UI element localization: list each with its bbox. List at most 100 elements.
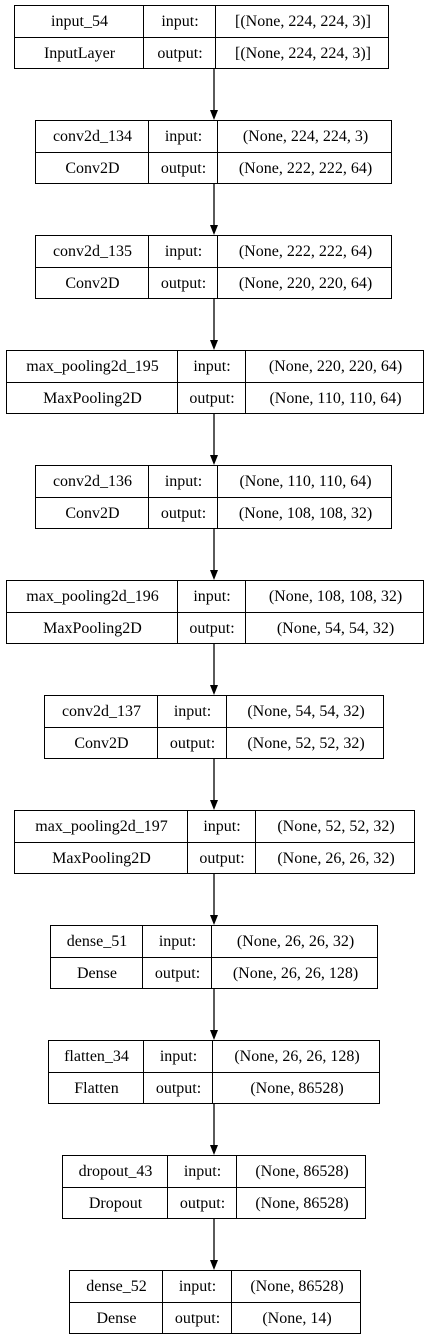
output-shape: (None, 26, 26, 32) [277, 850, 395, 867]
output-shape: (None, 26, 26, 128) [232, 965, 359, 982]
input-label: input: [203, 818, 241, 835]
input-shape: (None, 26, 26, 128) [234, 1048, 360, 1065]
input-label: input: [183, 1163, 222, 1180]
input-shape: (None, 86528) [255, 1163, 349, 1180]
arrowhead-icon [210, 1260, 218, 1270]
row-divider [7, 382, 423, 383]
arrowhead-icon [210, 685, 218, 695]
layer-node: conv2d_136 input: (None, 110, 110, 64) Conv… [35, 465, 392, 529]
layer-node: max_pooling2d_196 input: (None, 108, 108, … [6, 580, 424, 644]
row-divider [49, 1072, 379, 1073]
input-label: input: [164, 243, 203, 260]
layer-name: max_pooling2d_196 [26, 588, 159, 605]
input-shape: (None, 26, 26, 32) [236, 933, 355, 950]
layer-name: conv2d_137 [61, 703, 142, 720]
column-divider [177, 581, 178, 643]
layer-type: Flatten [74, 1080, 119, 1097]
column-divider [162, 1271, 163, 1333]
column-divider [217, 121, 218, 183]
column-divider [148, 466, 149, 528]
input-label: input: [164, 473, 203, 490]
column-divider [217, 236, 218, 298]
column-divider [215, 6, 216, 68]
input-shape: (None, 86528) [250, 1278, 344, 1295]
input-shape: (None, 220, 220, 64) [268, 358, 403, 375]
layer-type: InputLayer [43, 45, 116, 62]
column-divider [177, 351, 178, 413]
output-shape: (None, 86528) [250, 1080, 344, 1097]
output-shape: (None, 14) [262, 1310, 332, 1327]
column-divider [245, 351, 246, 413]
arrowhead-icon [210, 915, 218, 925]
layer-type: MaxPooling2D [43, 390, 142, 407]
layer-node: conv2d_137 input: (None, 54, 54, 32) Conv2D… [44, 695, 384, 759]
layer-name: conv2d_135 [52, 243, 133, 260]
input-shape: (None, 110, 110, 64) [239, 473, 372, 490]
layer-name: conv2d_136 [52, 473, 133, 490]
layer-name: dense_52 [86, 1278, 147, 1295]
column-divider [236, 1156, 237, 1218]
column-divider [245, 581, 246, 643]
input-label: input: [164, 128, 203, 145]
layer-type: Conv2D [74, 735, 129, 752]
input-label: input: [193, 358, 231, 375]
input-label: input: [173, 703, 212, 720]
arrowhead-icon [210, 225, 218, 235]
column-divider [142, 926, 143, 988]
output-shape: (None, 86528) [255, 1195, 349, 1212]
output-label: output: [154, 965, 201, 982]
column-divider [143, 1041, 144, 1103]
input-shape: (None, 52, 52, 32) [277, 818, 395, 835]
row-divider [7, 612, 423, 613]
row-divider [36, 152, 391, 153]
output-label: output: [174, 1310, 221, 1327]
arrowhead-icon [210, 570, 218, 580]
row-divider [45, 727, 383, 728]
layer-type: Dense [96, 1310, 137, 1327]
output-label: output: [189, 620, 235, 637]
arrowhead-icon [210, 110, 218, 120]
row-divider [36, 267, 391, 268]
output-shape: (None, 222, 222, 64) [238, 160, 373, 177]
input-shape: (None, 108, 108, 32) [268, 588, 403, 605]
output-shape: (None, 108, 108, 32) [238, 505, 373, 522]
column-divider [231, 1271, 232, 1333]
layer-node: conv2d_134 input: (None, 224, 224, 3) Conv2… [35, 120, 392, 184]
input-label: input: [193, 588, 231, 605]
layer-type: Dense [77, 965, 117, 982]
layer-type: Conv2D [65, 505, 120, 522]
row-divider [70, 1302, 360, 1303]
input-shape: (None, 54, 54, 32) [247, 703, 365, 720]
row-divider [63, 1187, 365, 1188]
column-divider [211, 926, 212, 988]
input-label: input: [159, 1048, 198, 1065]
input-shape: (None, 224, 224, 3) [242, 128, 369, 145]
input-shape: [(None, 224, 224, 3)] [235, 13, 371, 30]
layer-type: MaxPooling2D [52, 850, 151, 867]
arrowhead-icon [210, 800, 218, 810]
output-label: output: [157, 45, 203, 62]
column-divider [148, 121, 149, 183]
arrowhead-icon [210, 455, 218, 465]
row-divider [15, 37, 388, 38]
arrowhead-icon [210, 1145, 218, 1155]
layer-name: conv2d_134 [52, 128, 133, 145]
row-divider [36, 497, 391, 498]
column-divider [167, 1156, 168, 1218]
input-label: input: [158, 933, 197, 950]
column-divider [226, 696, 227, 758]
column-divider [143, 6, 144, 68]
layer-type: Conv2D [65, 160, 120, 177]
column-divider [217, 466, 218, 528]
input-shape: (None, 222, 222, 64) [238, 243, 373, 260]
layer-type: Conv2D [65, 275, 120, 292]
output-shape: (None, 52, 52, 32) [247, 735, 365, 752]
output-label: output: [155, 1080, 202, 1097]
